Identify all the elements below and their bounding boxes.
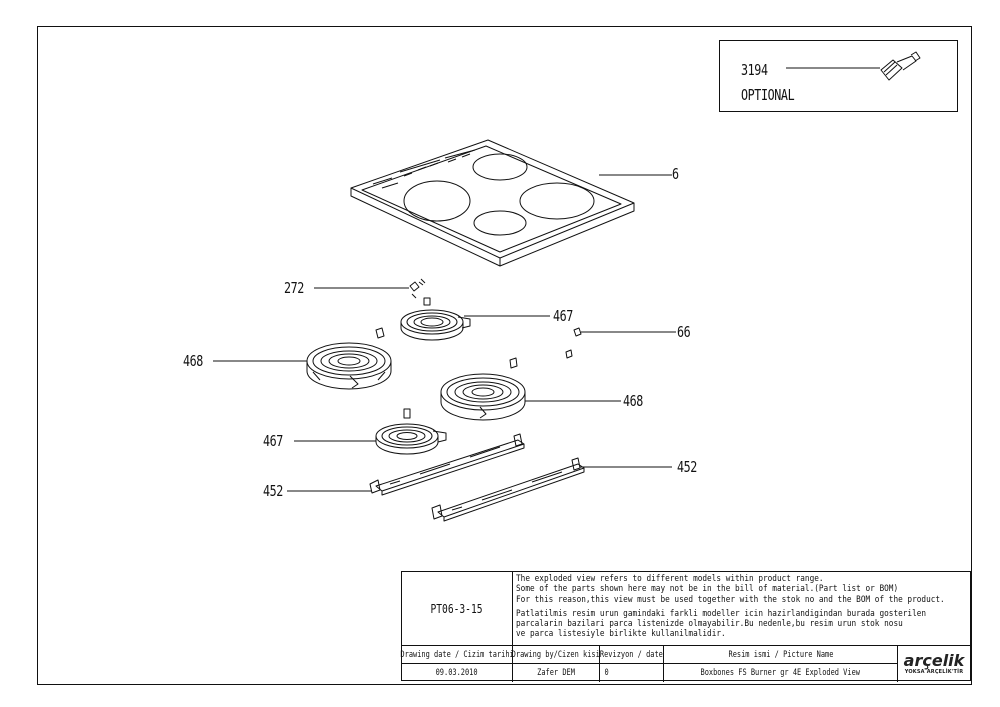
callout-small-burner-upper: 467 (553, 307, 573, 325)
large-burner-left (306, 342, 392, 390)
note-en-line: Some of the parts shown here may not be … (516, 584, 899, 595)
note-en-line: The exploded view refers to different mo… (516, 574, 824, 584)
logo-tagline: YOKSA ARÇELİK'TİR (904, 669, 964, 675)
header-revision: Revizyon / date (600, 646, 664, 664)
note-en-line: For this reason,this view must be used t… (516, 594, 945, 605)
clip-272 (409, 278, 426, 299)
value-revision: 0 (600, 664, 664, 682)
note-tr-line: Patlatilmis resim urun gamindaki farkli … (516, 608, 927, 619)
hob-top-glass (350, 139, 635, 267)
bracket-left (369, 433, 525, 496)
callout-hob-top: 6 (672, 165, 679, 183)
header-drawing-by: Drawing by/Cizen kisi (512, 646, 600, 664)
callout-small-burner-lower: 467 (263, 432, 283, 450)
note-tr-line: ve parca listesiyle birlikte kullanilmal… (516, 629, 726, 640)
callout-screw-66: 66 (677, 323, 691, 341)
callout-large-burner-left: 468 (183, 352, 203, 370)
optional-label: OPTIONAL (741, 86, 795, 104)
value-picture-name: Boxbones FS Burner gr 4E Exploded View (664, 664, 898, 682)
value-drawing-date: 09.03.2010 (402, 664, 513, 682)
small-burner-upper (400, 297, 471, 341)
title-block: PT06-3-15 The exploded view refers to di… (400, 571, 971, 682)
small-burner-lower (375, 408, 447, 455)
connector-icon (880, 51, 921, 81)
header-drawing-date: Drawing date / Cizim tarihi (400, 646, 514, 664)
title-block-info-row: Drawing date / Cizim tarihi Drawing by/C… (400, 645, 970, 682)
note-tr-line: parcalarin bazilari parca listenizde olm… (516, 619, 903, 630)
bracket-right (431, 457, 585, 522)
callout-clip-272: 272 (284, 279, 304, 297)
callout-bracket-right: 452 (677, 458, 697, 476)
header-picture-name: Resim ismi / Picture Name (664, 646, 898, 664)
value-drawing-by: Zafer DEM (513, 664, 600, 682)
optional-part-code: 3194 (741, 61, 768, 79)
notes: The exploded view refers to different mo… (513, 572, 970, 645)
screw-66 (565, 327, 582, 359)
callout-bracket-left: 452 (263, 482, 283, 500)
large-burner-right (440, 373, 526, 421)
optional-part-box: 3194 OPTIONAL (719, 40, 958, 112)
callout-large-burner-right: 468 (623, 392, 643, 410)
arcelik-logo: arçelik YOKSA ARÇELİK'TİR (898, 646, 970, 682)
drawing-frame (37, 26, 972, 685)
drawing-ref: PT06-3-15 (402, 572, 513, 645)
logo-brand: arçelik (903, 651, 965, 670)
